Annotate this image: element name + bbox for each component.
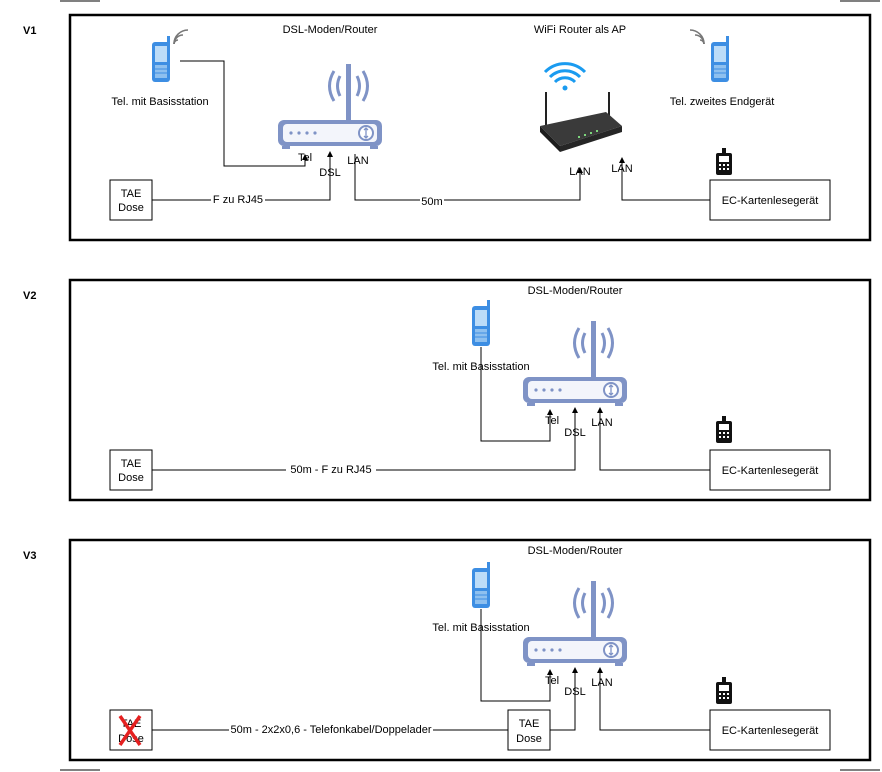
cable-label: 50m - 2x2x0,6 - Telefonkabel/Doppelader [231, 724, 432, 736]
tae-socket [109, 449, 153, 491]
variant-label: V1 [23, 25, 36, 37]
port-lan: LAN [347, 155, 368, 167]
port-dsl: DSL [564, 686, 585, 698]
ap-port-lan: LAN [569, 166, 590, 178]
router-label: DSL-Moden/Router [528, 285, 623, 297]
wifi-router-icon [540, 62, 622, 152]
cable-label: F zu RJ45 [213, 194, 263, 206]
phone2-label: Tel. zweites Endgerät [670, 96, 775, 108]
removed-x-icon [118, 715, 142, 746]
terminal-label: EC-Kartenlesegerät [722, 725, 819, 737]
terminal-label: EC-Kartenlesegerät [722, 465, 819, 477]
port-tel: Tel [545, 675, 559, 687]
terminal-box [709, 449, 831, 491]
router-label: DSL-Moden/Router [528, 545, 623, 557]
tae-label: Dose [118, 202, 144, 214]
variant-label: V2 [23, 290, 36, 302]
port-tel: Tel [298, 152, 312, 164]
port-tel: Tel [545, 415, 559, 427]
tae-label: Dose [516, 733, 542, 745]
tae-label: TAE [121, 188, 142, 200]
tae-socket [109, 179, 153, 221]
cordless-phone-icon [471, 299, 491, 347]
terminal-label: EC-Kartenlesegerät [722, 195, 819, 207]
terminal-box [709, 709, 831, 751]
tae-label: TAE [519, 718, 540, 730]
port-dsl: DSL [564, 427, 585, 439]
variant-v1: V1 DSL-Moden/Router WiFi Router als AP T… [23, 13, 872, 242]
cable-label: 50m [421, 196, 442, 208]
variant-v3: V3 DSL-Moden/Router Tel. mit Basisstatio… [23, 538, 872, 762]
variant-v2: V2 DSL-Moden/Router Tel. mit Basisstatio… [23, 278, 872, 502]
port-dsl: DSL [319, 167, 340, 179]
cordless-phone-icon [151, 35, 171, 83]
tae-socket [507, 709, 551, 751]
cordless-phone-icon [471, 561, 491, 609]
cable-label: 50m - F zu RJ45 [290, 464, 371, 476]
port-lan: LAN [591, 677, 612, 689]
tae-label: TAE [121, 458, 142, 470]
router-label: DSL-Moden/Router [283, 24, 378, 36]
ap-port-lan: LAN [611, 163, 632, 175]
port-lan: LAN [591, 417, 612, 429]
cordless-phone-icon [710, 35, 730, 83]
phone-label: Tel. mit Basisstation [111, 96, 208, 108]
tae-label: Dose [118, 472, 144, 484]
ap-label: WiFi Router als AP [534, 24, 626, 36]
variant-label: V3 [23, 550, 36, 562]
terminal-box [709, 179, 831, 221]
